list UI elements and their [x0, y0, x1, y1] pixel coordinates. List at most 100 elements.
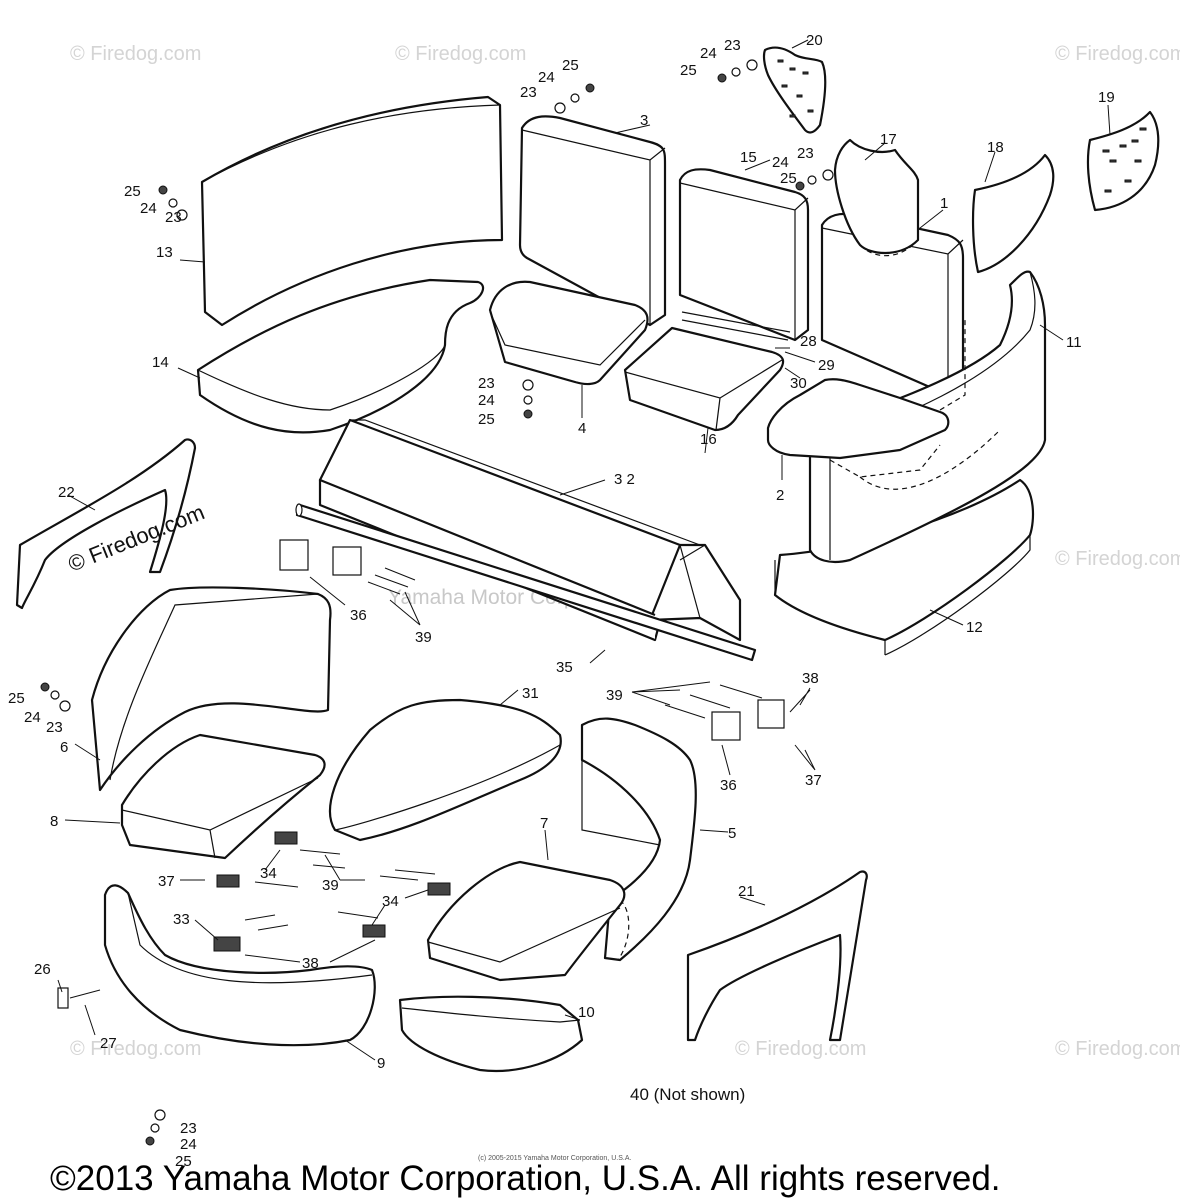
part-label-24: 24 [772, 154, 789, 171]
part-label-7: 7 [540, 815, 548, 832]
part-label-25: 25 [478, 411, 495, 428]
part-label-24: 24 [478, 392, 495, 409]
part-9-panel [103, 884, 376, 1047]
part-label-23: 23 [797, 145, 814, 162]
part-label-25: 25 [562, 57, 579, 74]
part-label-25: 25 [780, 170, 797, 187]
part-label-37: 37 [805, 772, 822, 789]
part-13-backrest [200, 95, 504, 327]
part-label-39: 39 [415, 629, 432, 646]
watermark-text: © Firedog.com [1055, 548, 1180, 570]
part-label-39: 39 [322, 877, 339, 894]
part-19-panel [1086, 110, 1160, 212]
part-label-36: 36 [720, 777, 737, 794]
part-label-34: 34 [260, 865, 277, 882]
part-18-panel [971, 153, 1055, 274]
watermark-text: © Firedog.com [70, 43, 201, 65]
part-label-13: 13 [156, 244, 173, 261]
part-label-21: 21 [738, 883, 755, 900]
copyright-footer: ©2013 Yamaha Motor Corporation, U.S.A. A… [50, 1159, 1001, 1198]
part-label-27: 27 [100, 1035, 117, 1052]
part-label-24: 24 [538, 69, 555, 86]
hardware-23-24-25 [40, 59, 834, 1146]
part-21-frame [686, 870, 868, 1042]
part-label-24: 24 [24, 709, 41, 726]
part-15-backrest [678, 168, 810, 342]
part-label-23: 23 [46, 719, 63, 736]
part-label-11: 11 [1066, 334, 1082, 351]
part-label-36: 36 [350, 607, 367, 624]
part-label-9: 9 [377, 1055, 385, 1072]
watermark-text: © Firedog.com [1055, 43, 1180, 65]
part-label-16: 16 [700, 431, 717, 448]
part-1-backrest [820, 212, 965, 397]
small-copyright: (c) 2005-2015 Yamaha Motor Corporation, … [478, 1155, 631, 1162]
part-label-39: 39 [606, 687, 623, 704]
part-16-cushion [623, 326, 785, 432]
part-label-25: 25 [124, 183, 141, 200]
part-label-25: 25 [680, 62, 697, 79]
part-label-8: 8 [50, 813, 58, 830]
hardware-bolts [69, 567, 763, 999]
part-label-24: 24 [700, 45, 717, 62]
part-14-base [196, 278, 485, 434]
part-label-38: 38 [802, 670, 819, 687]
part-label-30: 30 [790, 375, 807, 392]
part-label-25: 25 [8, 690, 25, 707]
watermark-text: © Firedog.com [735, 1038, 866, 1060]
part-label-33: 33 [173, 911, 190, 928]
part-label-29: 29 [818, 357, 835, 374]
part-label-3: 3 [640, 112, 648, 129]
part-label-37: 37 [158, 873, 175, 890]
part-label-34: 34 [382, 893, 399, 910]
hardware-brackets [57, 539, 785, 1009]
part-5-backrest [580, 717, 697, 962]
part-label-5: 5 [728, 825, 736, 842]
part-8-cushion [120, 733, 326, 860]
part-label-4: 4 [578, 420, 586, 437]
part-label-28: 28 [800, 333, 817, 350]
part-label-6: 6 [60, 739, 68, 756]
part-label-25: 25 [175, 1153, 192, 1170]
part-3-backrest [518, 115, 667, 327]
part-label-2: 2 [776, 487, 784, 504]
part-label-38: 38 [302, 955, 319, 972]
part-label-23: 23 [478, 375, 495, 392]
part-label-15: 15 [740, 149, 757, 166]
part-label-14: 14 [152, 354, 169, 371]
part-35-pole [295, 503, 757, 662]
part-label-23: 23 [520, 84, 537, 101]
part-numbers: 1 2 3 4 5 6 7 8 9 10 11 12 13 14 15 16 1… [8, 32, 1115, 1170]
part-4-cushion [488, 280, 649, 386]
part-label-10: 10 [578, 1004, 595, 1021]
part-17-panel [833, 138, 920, 257]
part-10-panel [398, 995, 584, 1072]
part-label-24: 24 [180, 1136, 197, 1153]
part-label-24: 24 [140, 200, 157, 217]
part-label-20: 20 [806, 32, 823, 49]
part-label-35: 35 [556, 659, 573, 676]
part-label-17: 17 [880, 131, 897, 148]
part-label-23: 23 [180, 1120, 197, 1137]
part-31-cushion [328, 698, 562, 842]
part-label-18: 18 [987, 139, 1004, 156]
not-shown-note: 40 (Not shown) [630, 1085, 745, 1104]
part-2-cushion [766, 320, 1001, 490]
part-7-cushion [426, 860, 626, 982]
part-label-26: 26 [34, 961, 51, 978]
part-label-1: 1 [940, 195, 948, 212]
part-22-frame [15, 438, 197, 610]
part-6-backrest [90, 586, 332, 792]
part-20-panel [762, 46, 827, 134]
leader-lines [57, 39, 1111, 1061]
part-label-31: 31 [522, 685, 539, 702]
part-label-32: 3 2 [614, 471, 635, 488]
part-label-12: 12 [966, 619, 983, 636]
watermark-text: © Firedog.com [395, 43, 526, 65]
watermark-text: © Firedog.com [70, 1038, 201, 1060]
part-label-23: 23 [165, 209, 182, 226]
watermark-text: © Firedog.com [1055, 1038, 1180, 1060]
part-label-23: 23 [724, 37, 741, 54]
part-label-22: 22 [58, 484, 75, 501]
